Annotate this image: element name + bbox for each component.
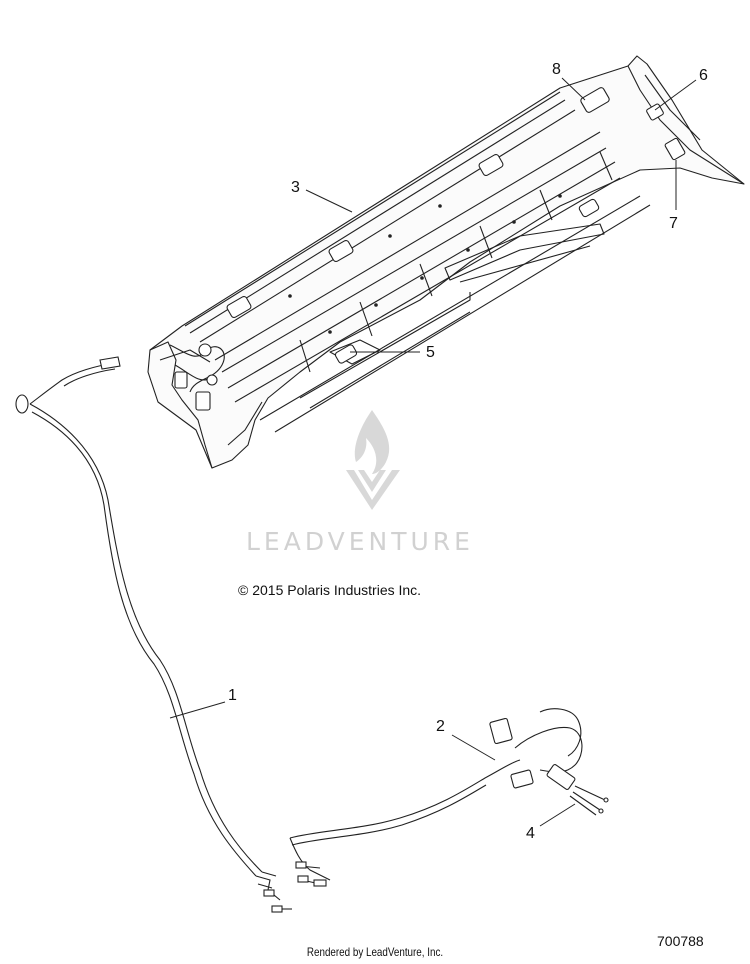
figure-number: 700788 — [657, 933, 704, 949]
callout-1: 1 — [228, 687, 237, 704]
harness-part-1 — [15, 356, 292, 913]
leadventure-watermark: LEADVENTURE — [246, 410, 474, 556]
callout-3: 3 — [291, 179, 300, 196]
watermark-text: LEADVENTURE — [246, 527, 474, 556]
copyright-notice: © 2015 Polaris Industries Inc. — [238, 582, 422, 598]
panel-assembly — [147, 55, 745, 469]
callout-4: 4 — [526, 825, 535, 842]
callout-8: 8 — [552, 61, 561, 78]
leader-lines — [169, 77, 697, 827]
callout-2: 2 — [436, 718, 445, 735]
connector-part-4 — [546, 764, 609, 816]
rendered-by-footer: Rendered by LeadVenture, Inc. — [306, 945, 444, 959]
callout-5: 5 — [426, 344, 435, 361]
harness-part-2 — [289, 708, 583, 887]
callout-6: 6 — [699, 67, 708, 84]
callout-7: 7 — [669, 215, 678, 232]
flame-icon — [346, 410, 400, 510]
